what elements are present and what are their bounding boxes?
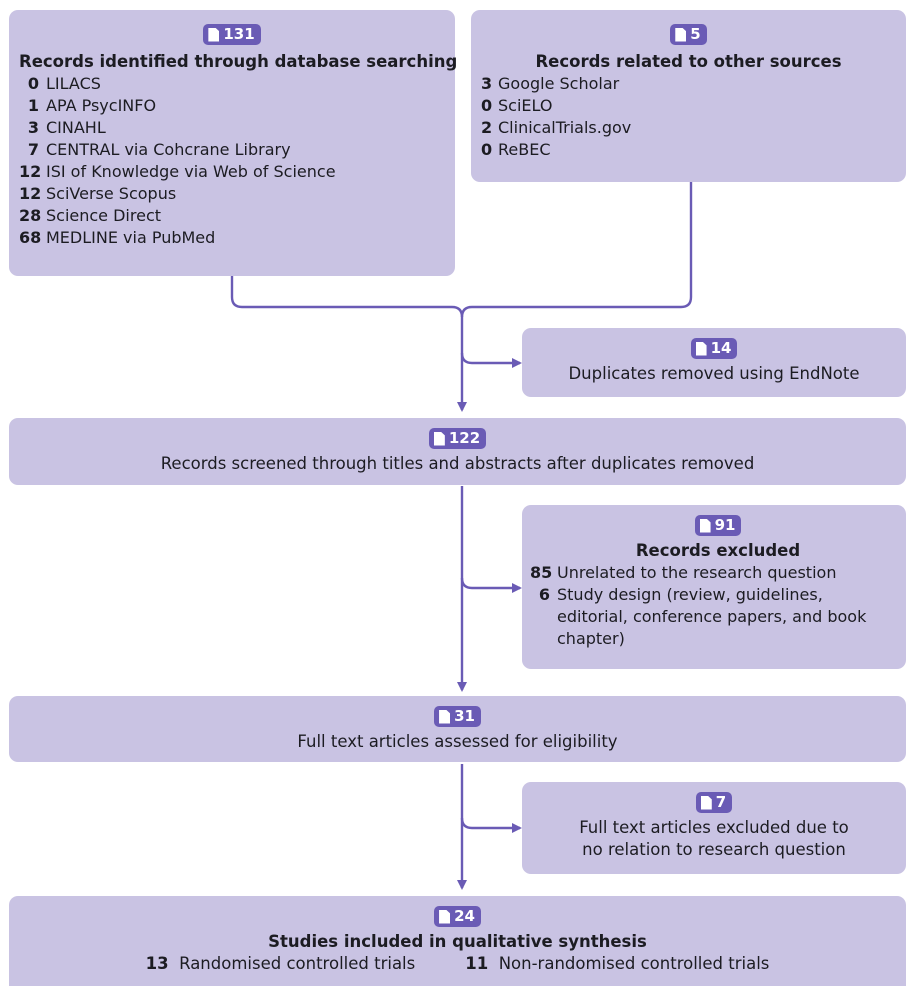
record-count: 7 bbox=[27, 140, 39, 159]
connector-db-to-merge bbox=[230, 276, 464, 318]
count-badge: 91 bbox=[694, 515, 742, 536]
connector-other-to-merge bbox=[460, 182, 693, 318]
record-count: 2 bbox=[481, 118, 493, 137]
studies-included-box: 24 Studies included in qualitative synth… bbox=[9, 896, 906, 986]
record-count: 6 bbox=[538, 585, 550, 604]
box-title: Records identified through database sear… bbox=[19, 52, 458, 71]
other-sources-box: 5 Records related to other sources 3 Goog… bbox=[471, 10, 906, 182]
database-search-box: 131 Records identified through database … bbox=[9, 10, 458, 276]
record-count: 68 bbox=[19, 228, 42, 247]
nrct-count: 11 Non-randomised controlled trials bbox=[465, 954, 770, 973]
box-text: Full text articles assessed for eligibil… bbox=[297, 732, 618, 751]
fulltext-assessed-box: 31 Full text articles assessed for eligi… bbox=[9, 696, 906, 762]
count-badge: 14 bbox=[690, 338, 738, 359]
count-badge: 24 bbox=[434, 906, 481, 927]
record-count: 0 bbox=[481, 96, 493, 115]
source-label: ReBEC bbox=[498, 140, 551, 159]
arrow-to-excluded bbox=[460, 577, 522, 593]
box-title: Records excluded bbox=[635, 541, 801, 560]
document-icon bbox=[700, 795, 712, 810]
document-icon bbox=[675, 27, 687, 42]
document-icon bbox=[439, 709, 451, 724]
source-label: Google Scholar bbox=[498, 74, 620, 93]
record-count: 0 bbox=[481, 140, 493, 159]
source-label: chapter) bbox=[557, 629, 625, 648]
list-item-continuation: chapter) bbox=[530, 628, 906, 650]
document-icon bbox=[208, 27, 220, 42]
source-label: editorial, conference papers, and book bbox=[557, 607, 867, 626]
source-label: ClinicalTrials.gov bbox=[498, 118, 632, 137]
study-breakdown: 13 Randomised controlled trials 11 Non-r… bbox=[19, 953, 896, 975]
list-item: 0 LILACS bbox=[19, 73, 445, 95]
box-text-line-2: no relation to research question bbox=[582, 840, 846, 859]
source-label: ISI of Knowledge via Web of Science bbox=[46, 162, 336, 181]
box-text-line-1: Full text articles excluded due to bbox=[579, 818, 849, 837]
arrow-to-ft-excluded bbox=[460, 817, 522, 833]
record-count: 0 bbox=[27, 74, 39, 93]
record-count: 12 bbox=[19, 162, 42, 181]
record-count: 3 bbox=[27, 118, 39, 137]
box-title: Records related to other sources bbox=[535, 52, 842, 71]
list-item: 1 APA PsycINFO bbox=[19, 95, 445, 117]
source-label: Unrelated to the research question bbox=[557, 563, 837, 582]
record-count: 1 bbox=[27, 96, 39, 115]
source-label: LILACS bbox=[46, 74, 101, 93]
list-item: 3 Google Scholar bbox=[481, 73, 896, 95]
source-label: SciVerse Scopus bbox=[46, 184, 177, 203]
arrow-to-duplicates bbox=[460, 352, 522, 368]
duplicates-box: 14 Duplicates removed using EndNote bbox=[522, 328, 906, 397]
count-badge: 31 bbox=[434, 706, 481, 727]
list-item-continuation: editorial, conference papers, and book bbox=[530, 606, 906, 628]
document-icon bbox=[699, 518, 711, 533]
screened-box: 122 Records screened through titles and … bbox=[9, 418, 906, 485]
list-item: 6 Study design (review, guidelines, bbox=[530, 584, 906, 606]
source-label: Science Direct bbox=[46, 206, 162, 225]
list-item: 2 ClinicalTrials.gov bbox=[481, 117, 896, 139]
source-list: 3 Google Scholar 0 SciELO 2 ClinicalTrials.go… bbox=[481, 73, 896, 161]
document-icon bbox=[695, 341, 707, 356]
source-label: Study design (review, guidelines, bbox=[557, 585, 823, 604]
count-badge: 7 bbox=[695, 792, 733, 813]
source-label: SciELO bbox=[498, 96, 553, 115]
record-count: 12 bbox=[19, 184, 42, 203]
box-text: Duplicates removed using EndNote bbox=[568, 364, 860, 383]
box-title: Studies included in qualitative synthesi… bbox=[268, 932, 647, 951]
source-label: APA PsycINFO bbox=[46, 96, 157, 115]
record-count: 85 bbox=[530, 563, 553, 582]
document-icon bbox=[433, 431, 445, 446]
count-badge: 131 bbox=[203, 24, 261, 45]
record-count: 28 bbox=[19, 206, 42, 225]
list-item: 3 CINAHL bbox=[19, 117, 445, 139]
source-label: MEDLINE via PubMed bbox=[46, 228, 216, 247]
source-label: CINAHL bbox=[46, 118, 106, 137]
record-count: 3 bbox=[481, 74, 493, 93]
fulltext-excluded-box: 7 Full text articles excluded due to no … bbox=[522, 782, 906, 874]
source-label: CENTRAL via Cohcrane Library bbox=[46, 140, 291, 159]
list-item: 0 ReBEC bbox=[481, 139, 896, 161]
database-list: 0 LILACS 1 APA PsycINFO 3 CINAHL 7 CENTRAL via … bbox=[19, 73, 445, 249]
box-text: Records screened through titles and abst… bbox=[160, 454, 755, 473]
document-icon bbox=[439, 909, 451, 924]
rct-count: 13 Randomised controlled trials bbox=[145, 954, 416, 973]
count-badge: 5 bbox=[670, 24, 707, 45]
list-item: 0 SciELO bbox=[481, 95, 896, 117]
list-item: 7 CENTRAL via Cohcrane Library bbox=[19, 139, 445, 161]
count-badge: 122 bbox=[428, 428, 487, 449]
